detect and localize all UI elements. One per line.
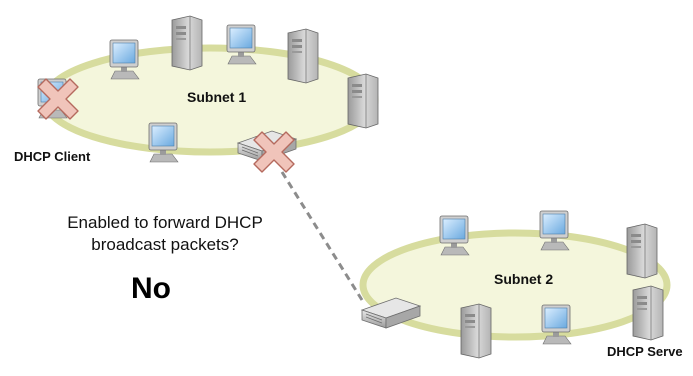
workstation-icon (439, 215, 470, 256)
workstation-icon (226, 24, 257, 65)
subnet-2-ring (359, 229, 671, 341)
question-text: Enabled to forward DHCP broadcast packet… (20, 212, 310, 256)
dhcp-server-tower-icon (632, 285, 664, 341)
workstation-icon (539, 210, 570, 251)
server-tower-icon (460, 303, 492, 359)
subnet-2-label: Subnet 2 (494, 271, 554, 287)
workstation-icon (541, 304, 572, 345)
server-tower-icon (171, 15, 203, 71)
server-tower-icon (626, 223, 658, 279)
server-tower-icon (347, 73, 379, 129)
question-line-1: Enabled to forward DHCP (67, 213, 263, 232)
server-tower-icon (287, 28, 319, 84)
dhcp-server-label: DHCP Serve (607, 344, 683, 359)
dhcp-client-label: DHCP Client (14, 149, 91, 164)
question-line-2: broadcast packets? (91, 235, 239, 254)
subnet-1-label: Subnet 1 (187, 89, 247, 105)
workstation-icon (109, 39, 140, 80)
router-link-dashed (280, 171, 364, 301)
answer-text: No (131, 272, 171, 305)
workstation-icon (148, 122, 179, 163)
